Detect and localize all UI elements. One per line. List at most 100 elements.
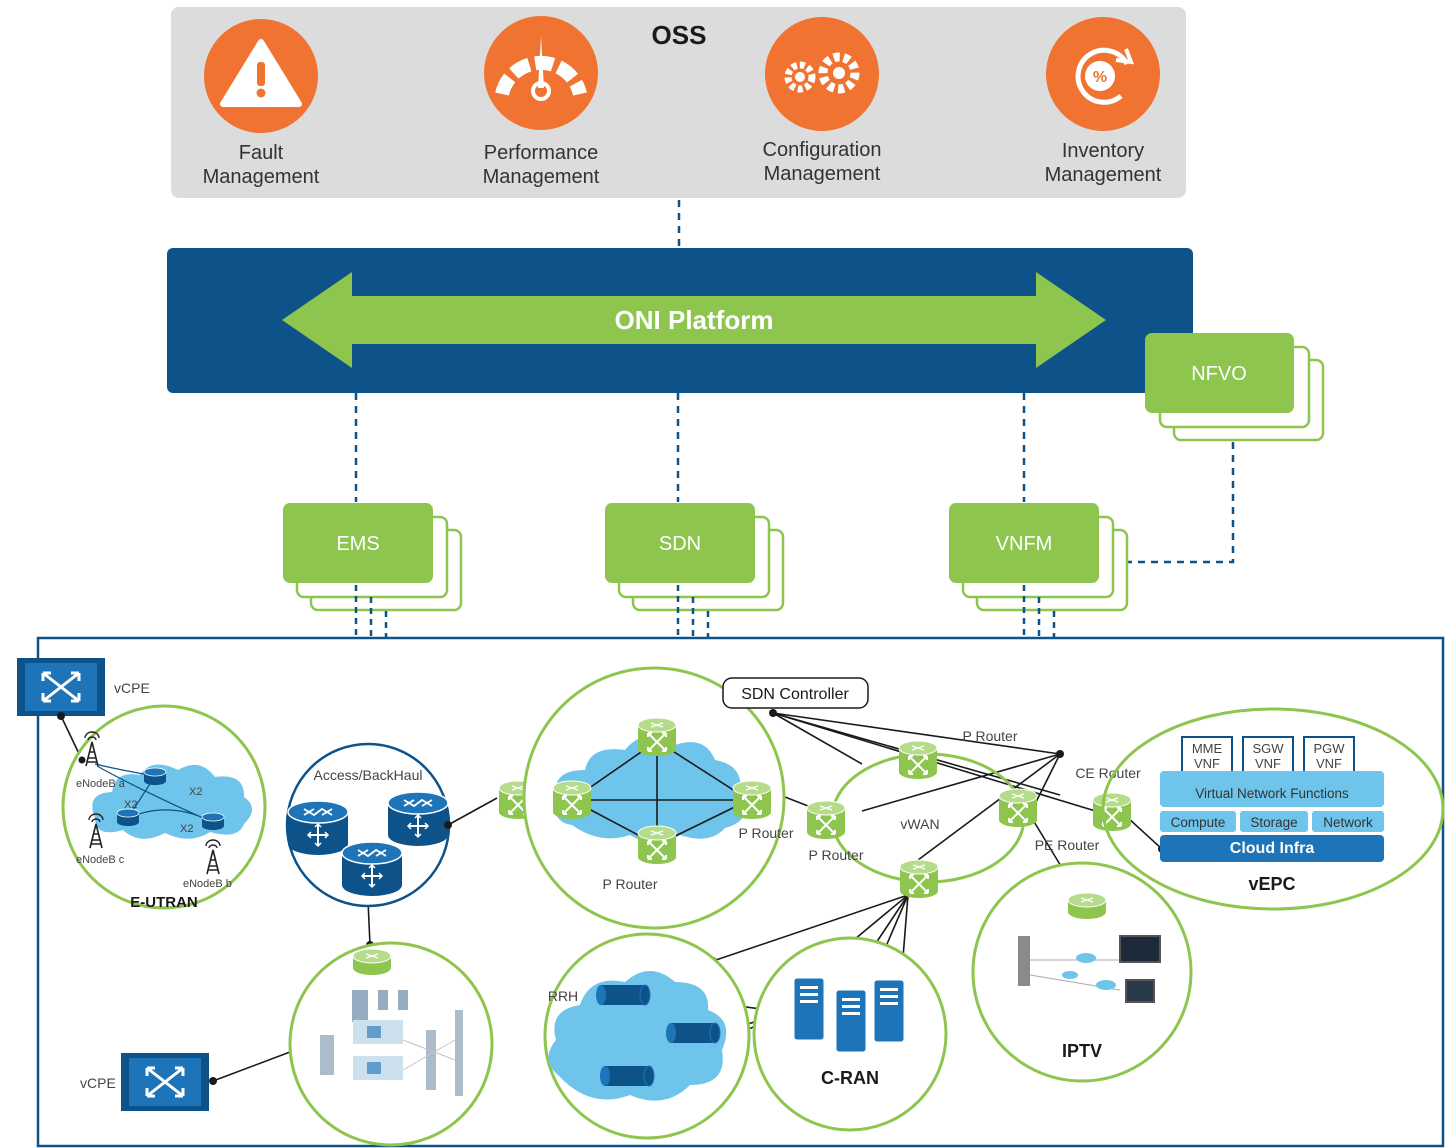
sdn-controller[interactable]: SDN Controller bbox=[722, 677, 869, 717]
svg-text:VNF: VNF bbox=[1194, 756, 1220, 771]
p-router-mid-label: P Router bbox=[809, 847, 864, 863]
core-router-bottom bbox=[637, 825, 677, 865]
ems-label: EMS bbox=[336, 533, 379, 555]
enodeb-c-router bbox=[116, 808, 140, 827]
x2-label-1: X2 bbox=[124, 799, 137, 811]
svg-text:VNF: VNF bbox=[1255, 756, 1281, 771]
svg-text:MME: MME bbox=[1192, 741, 1223, 756]
sdn-stack[interactable]: SDN bbox=[605, 503, 785, 612]
p-router-top bbox=[898, 740, 938, 780]
access-bottom-router bbox=[352, 948, 392, 976]
svg-text:PGW: PGW bbox=[1313, 741, 1345, 756]
eutran-group: eNodeB a eNodeB c eNodeB b X2 X2 X2 E-UT… bbox=[61, 704, 267, 911]
enodeb-a-label: eNodeB a bbox=[76, 778, 126, 790]
p-router-edge-label: P Router bbox=[739, 825, 794, 841]
vnf-label: Virtual Network Functions bbox=[1195, 786, 1349, 801]
enodeb-c-label: eNodeB c bbox=[76, 854, 125, 866]
iptv-title: IPTV bbox=[1062, 1041, 1102, 1061]
svg-text:Compute: Compute bbox=[1171, 815, 1226, 830]
gears-icon bbox=[784, 52, 860, 94]
cran-title: C-RAN bbox=[821, 1068, 879, 1088]
vepc-group: MME VNF SGW VNF PGW VNF Virtual Network … bbox=[1101, 707, 1445, 911]
iptv-group: IPTV bbox=[971, 861, 1193, 1083]
cran-server-3 bbox=[873, 979, 905, 1043]
pe-router bbox=[998, 788, 1038, 828]
cloud-infra-label: Cloud Infra bbox=[1230, 840, 1315, 857]
svg-text:%: % bbox=[1093, 69, 1107, 86]
enodeb-b-label: eNodeB b bbox=[183, 878, 232, 890]
rrh-group: RRH bbox=[543, 932, 751, 1140]
cran-server-2 bbox=[835, 989, 867, 1053]
vnfm-stack[interactable]: VNFM bbox=[949, 503, 1129, 612]
compute-box bbox=[1160, 811, 1236, 832]
svg-text:SGW: SGW bbox=[1252, 741, 1284, 756]
inventory-label-1: Inventory bbox=[1062, 140, 1144, 162]
configuration-label-1: Configuration bbox=[763, 139, 882, 161]
rrh-label: RRH bbox=[548, 988, 578, 1004]
access-switch-2 bbox=[387, 791, 449, 847]
fault-label-2: Management bbox=[203, 166, 320, 188]
configuration-management-item[interactable]: Configuration Management bbox=[763, 17, 882, 185]
nfvo-label: NFVO bbox=[1191, 363, 1247, 385]
vnf-layer bbox=[1160, 771, 1384, 807]
x2-label-3: X2 bbox=[180, 823, 193, 835]
oss-panel bbox=[171, 7, 1186, 198]
iptv-router bbox=[1067, 892, 1107, 920]
vcpe-top-label: vCPE bbox=[114, 680, 150, 696]
access-bottom-illustration bbox=[320, 990, 463, 1096]
core-router-left bbox=[552, 780, 592, 820]
access-bottom-group bbox=[288, 941, 494, 1147]
vnfm-label: VNFM bbox=[996, 533, 1053, 555]
access-switch-3 bbox=[341, 841, 403, 897]
rrh-unit-3 bbox=[599, 1065, 655, 1087]
x2-label-2: X2 bbox=[189, 786, 202, 798]
enodeb-b-router bbox=[201, 812, 225, 831]
rrh-unit-2 bbox=[665, 1022, 721, 1044]
enodeb-a-router bbox=[143, 767, 167, 786]
pe-router-label: PE Router bbox=[1035, 837, 1100, 853]
cloud-infra-bar bbox=[1160, 835, 1384, 862]
p-router-top-label: P Router bbox=[963, 728, 1018, 744]
fault-management-item[interactable]: Fault Management bbox=[203, 19, 320, 188]
ce-router-label: CE Router bbox=[1075, 765, 1141, 781]
rrh-unit-1 bbox=[595, 984, 651, 1006]
iptv-illustration bbox=[1018, 935, 1161, 1003]
nfvo-stack[interactable]: NFVO bbox=[1145, 333, 1325, 442]
vwan-label: vWAN bbox=[900, 816, 939, 832]
vepc-title: vEPC bbox=[1248, 874, 1295, 894]
warning-icon bbox=[220, 39, 302, 107]
platform-double-arrow bbox=[282, 272, 1106, 368]
performance-label-2: Management bbox=[483, 166, 600, 188]
ce-router bbox=[1092, 792, 1132, 832]
vwan-router-bottom bbox=[899, 859, 939, 899]
sdn-controller-label: SDN Controller bbox=[741, 686, 849, 703]
network-box bbox=[1312, 811, 1384, 832]
access-backhaul-label: Access/BackHaul bbox=[314, 767, 423, 783]
inventory-management-item[interactable]: % Inventory Management bbox=[1045, 17, 1162, 186]
svg-text:Storage: Storage bbox=[1250, 815, 1297, 830]
inventory-cycle-icon: % bbox=[1075, 47, 1135, 105]
performance-label-1: Performance bbox=[484, 142, 599, 164]
access-switch-1 bbox=[287, 800, 349, 856]
p-router-core-group: P Router P Router bbox=[522, 666, 794, 930]
vcpe-bottom-label: vCPE bbox=[80, 1075, 116, 1091]
storage-box bbox=[1240, 811, 1308, 832]
vcpe-bottom[interactable]: vCPE bbox=[80, 1051, 211, 1113]
oss-title: OSS bbox=[652, 20, 707, 50]
cran-group: C-RAN bbox=[752, 936, 948, 1132]
fault-label-1: Fault bbox=[239, 142, 284, 164]
core-router-top bbox=[637, 717, 677, 757]
inventory-label-2: Management bbox=[1045, 164, 1162, 186]
vcpe-top[interactable]: vCPE bbox=[15, 656, 150, 720]
ems-stack[interactable]: EMS bbox=[283, 503, 463, 612]
gauge-icon bbox=[495, 36, 587, 101]
platform-label: ONI Platform bbox=[615, 305, 774, 335]
sdn-label: SDN bbox=[659, 533, 701, 555]
svg-text:Network: Network bbox=[1323, 815, 1373, 830]
access-backhaul-group: Access/BackHaul bbox=[285, 742, 452, 908]
configuration-label-2: Management bbox=[764, 163, 881, 185]
svg-text:VNF: VNF bbox=[1316, 756, 1342, 771]
core-router-right bbox=[732, 780, 772, 820]
performance-management-item[interactable]: Performance Management bbox=[483, 16, 600, 188]
